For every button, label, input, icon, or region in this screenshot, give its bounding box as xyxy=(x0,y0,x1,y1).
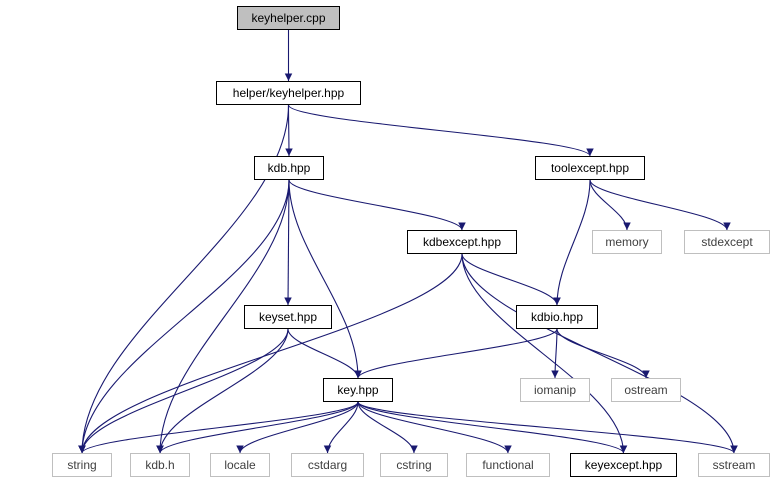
edge-kdbexcept_hpp-to-keyexcept_hpp xyxy=(461,253,628,454)
edge-kdbexcept_hpp-to-sstream xyxy=(461,253,738,454)
edge-key_hpp-to-cstdarg xyxy=(323,401,359,454)
edge-kdb_hpp-to-kdb_h xyxy=(156,179,290,454)
node-kdbexcept-hpp[interactable]: kdbexcept.hpp xyxy=(407,230,517,254)
edge-key_hpp-to-keyexcept_hpp xyxy=(357,401,628,454)
node-sstream: sstream xyxy=(698,453,770,477)
edge-kdbio_hpp-to-ostream xyxy=(556,328,650,379)
edge-key_hpp-to-functional xyxy=(357,401,512,454)
node-kdbio-hpp[interactable]: kdbio.hpp xyxy=(516,305,598,329)
edge-toolexcept_hpp-to-memory xyxy=(589,179,631,231)
edge-keyset_hpp-to-key_hpp xyxy=(287,328,362,379)
edge-keyset_hpp-to-string xyxy=(78,328,289,454)
edge-kdb_hpp-to-kdbexcept_hpp xyxy=(288,179,466,231)
edge-kdb_hpp-to-keyset_hpp xyxy=(284,179,292,306)
edge-kdbio_hpp-to-key_hpp xyxy=(354,328,558,379)
edge-helper_keyhelper_hpp-to-toolexcept_hpp xyxy=(287,104,594,157)
edge-helper_keyhelper_hpp-to-string xyxy=(78,104,290,454)
node-keyset-hpp[interactable]: keyset.hpp xyxy=(244,305,332,329)
node-locale: locale xyxy=(210,453,270,477)
edge-kdbexcept_hpp-to-kdbio_hpp xyxy=(461,253,561,306)
node-kdb-hpp[interactable]: kdb.hpp xyxy=(254,156,324,180)
edge-kdb_hpp-to-string xyxy=(78,179,290,454)
edge-key_hpp-to-kdb_h xyxy=(156,401,359,454)
node-cstring: cstring xyxy=(380,453,448,477)
edge-toolexcept_hpp-to-stdexcept xyxy=(589,179,731,231)
node-stdexcept: stdexcept xyxy=(684,230,770,254)
node-kdb-h: kdb.h xyxy=(130,453,190,477)
node-keyexcept-hpp[interactable]: keyexcept.hpp xyxy=(570,453,677,477)
node-ostream: ostream xyxy=(611,378,681,402)
node-toolexcept-hpp[interactable]: toolexcept.hpp xyxy=(535,156,645,180)
node-functional: functional xyxy=(466,453,550,477)
edge-key_hpp-to-locale xyxy=(236,401,359,454)
edge-kdbexcept_hpp-to-string xyxy=(78,253,463,454)
edge-kdbio_hpp-to-iomanip xyxy=(551,328,559,379)
node-cstdarg: cstdarg xyxy=(291,453,364,477)
edge-toolexcept_hpp-to-kdbio_hpp xyxy=(553,179,591,306)
node-key-hpp[interactable]: key.hpp xyxy=(323,378,393,402)
edge-keyset_hpp-to-kdb_h xyxy=(156,328,289,454)
node-helper-keyhelper-hpp[interactable]: helper/keyhelper.hpp xyxy=(216,81,361,105)
edge-helper_keyhelper_hpp-to-kdb_hpp xyxy=(285,104,293,157)
node-keyhelper-cpp: keyhelper.cpp xyxy=(237,6,340,30)
edge-kdb_hpp-to-key_hpp xyxy=(288,179,362,379)
edge-key_hpp-to-string xyxy=(78,401,359,454)
node-string: string xyxy=(52,453,112,477)
node-iomanip: iomanip xyxy=(520,378,590,402)
edge-key_hpp-to-sstream xyxy=(357,401,738,454)
node-memory: memory xyxy=(592,230,662,254)
edge-key_hpp-to-cstring xyxy=(357,401,418,454)
